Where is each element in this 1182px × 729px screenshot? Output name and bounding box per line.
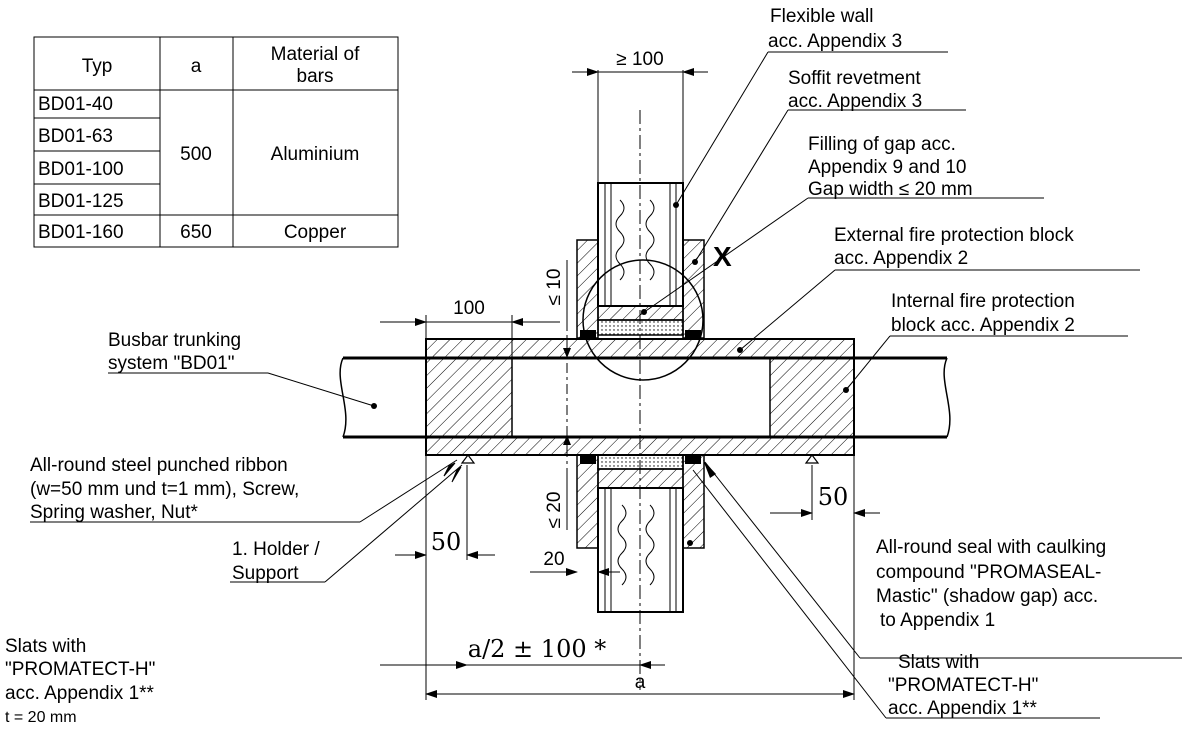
leader-arrow bbox=[703, 460, 716, 478]
label-flexible-wall: Flexible wall bbox=[770, 6, 873, 27]
leader-dot bbox=[673, 202, 679, 208]
table-header-typ: Typ bbox=[82, 56, 113, 77]
dim-wall-thickness: ≥ 100 bbox=[616, 49, 663, 70]
leader-arrow bbox=[451, 466, 462, 483]
table-header-material-line1: Material of bbox=[271, 44, 360, 65]
label-slats-left: acc. Appendix 1** bbox=[5, 683, 155, 704]
internal-fire-protection-block-right bbox=[769, 357, 855, 438]
dim-top-gap: ≤ 10 bbox=[544, 269, 565, 306]
leader-dot bbox=[687, 540, 693, 546]
internal-fire-protection-block-left bbox=[425, 357, 513, 438]
dim-holder-right: 50 bbox=[818, 483, 849, 511]
table-cell-typ: BD01-40 bbox=[38, 94, 113, 115]
leader-dot bbox=[692, 259, 698, 265]
leader-lines bbox=[30, 51, 1182, 719]
seal-upper-right bbox=[685, 330, 701, 339]
label-slats-right: "PROMATECT-H" bbox=[888, 675, 1038, 696]
dim-a: a bbox=[635, 672, 646, 693]
table-cell-material: Aluminium bbox=[271, 144, 360, 165]
dim-arrow bbox=[563, 435, 571, 445]
label-seal: to Appendix 1 bbox=[880, 610, 995, 631]
table-cell-typ: BD01-63 bbox=[38, 126, 113, 147]
label-seal: All-round seal with caulking bbox=[876, 537, 1106, 558]
label-slats-right: acc. Appendix 1** bbox=[888, 698, 1038, 719]
label-slats-left: Slats with bbox=[5, 636, 86, 657]
label-external-block: External fire protection block bbox=[834, 225, 1074, 246]
table-cell-typ: BD01-160 bbox=[38, 222, 124, 243]
label-busbar: system "BD01" bbox=[108, 353, 234, 374]
label-ribbon: Spring washer, Nut* bbox=[30, 502, 199, 523]
label-external-block: acc. Appendix 2 bbox=[834, 248, 968, 269]
label-ribbon: (w=50 mm und t=1 mm), Screw, bbox=[30, 479, 299, 500]
table-cell-a: 500 bbox=[180, 144, 212, 165]
label-gap-filling: Appendix 9 and 10 bbox=[808, 157, 966, 178]
label-gap-filling: Gap width ≤ 20 mm bbox=[808, 179, 973, 200]
leader-dot bbox=[737, 347, 743, 353]
label-soffit-revetment: Soffit revetment bbox=[788, 68, 921, 89]
table-header-material-line2: bars bbox=[297, 66, 334, 87]
label-holder: 1. Holder / bbox=[232, 539, 320, 560]
dim-slat-width: 20 bbox=[543, 549, 564, 570]
dim-half-a: a/2 ± 100 * bbox=[468, 635, 606, 663]
leader-arrow bbox=[443, 462, 456, 477]
label-seal: Mastic" (shadow gap) acc. bbox=[876, 586, 1098, 607]
label-gap-filling: Filling of gap acc. bbox=[808, 134, 956, 155]
table-header-a: a bbox=[191, 56, 202, 77]
label-internal-block: Internal fire protection bbox=[891, 291, 1075, 312]
detail-circle-x bbox=[582, 259, 704, 381]
seal-upper-left bbox=[580, 330, 596, 339]
label-busbar: Busbar trunking bbox=[108, 330, 241, 351]
label-slats-left: "PROMATECT-H" bbox=[5, 659, 155, 680]
label-slats-right: Slats with bbox=[898, 652, 979, 673]
table-cell-typ: BD01-100 bbox=[38, 159, 124, 180]
label-soffit-revetment: acc. Appendix 3 bbox=[788, 91, 922, 112]
label-ribbon: All-round steel punched ribbon bbox=[30, 455, 288, 476]
support-left bbox=[460, 454, 476, 464]
label-internal-block: block acc. Appendix 2 bbox=[891, 315, 1075, 336]
detail-marker-x: X bbox=[713, 241, 732, 272]
label-flexible-wall: acc. Appendix 3 bbox=[768, 31, 902, 52]
soffit-revetment-lower bbox=[576, 454, 599, 549]
leader-dot bbox=[641, 309, 647, 315]
soffit-revetment-lower bbox=[682, 454, 705, 549]
label-slats-left: t = 20 mm bbox=[5, 709, 77, 726]
dim-holder-left: 50 bbox=[431, 528, 462, 556]
soffit-revetment-upper bbox=[576, 239, 599, 339]
dim-block-overhang: 100 bbox=[453, 298, 485, 319]
table-cell-a: 650 bbox=[180, 222, 212, 243]
support-right bbox=[804, 454, 820, 464]
leader-dot bbox=[371, 403, 377, 409]
label-seal: compound "PROMASEAL- bbox=[876, 562, 1101, 583]
table-cell-material: Copper bbox=[284, 222, 347, 243]
dimension-lines bbox=[380, 68, 880, 700]
leader-dot bbox=[843, 387, 849, 393]
table-cell-typ: BD01-125 bbox=[38, 191, 124, 212]
type-table bbox=[33, 36, 399, 248]
label-holder: Support bbox=[232, 563, 299, 584]
dim-bottom-gap: ≤ 20 bbox=[544, 492, 565, 529]
dim-arrow bbox=[563, 348, 571, 358]
seal-lower-right bbox=[685, 455, 701, 464]
seal-lower-left bbox=[580, 455, 596, 464]
